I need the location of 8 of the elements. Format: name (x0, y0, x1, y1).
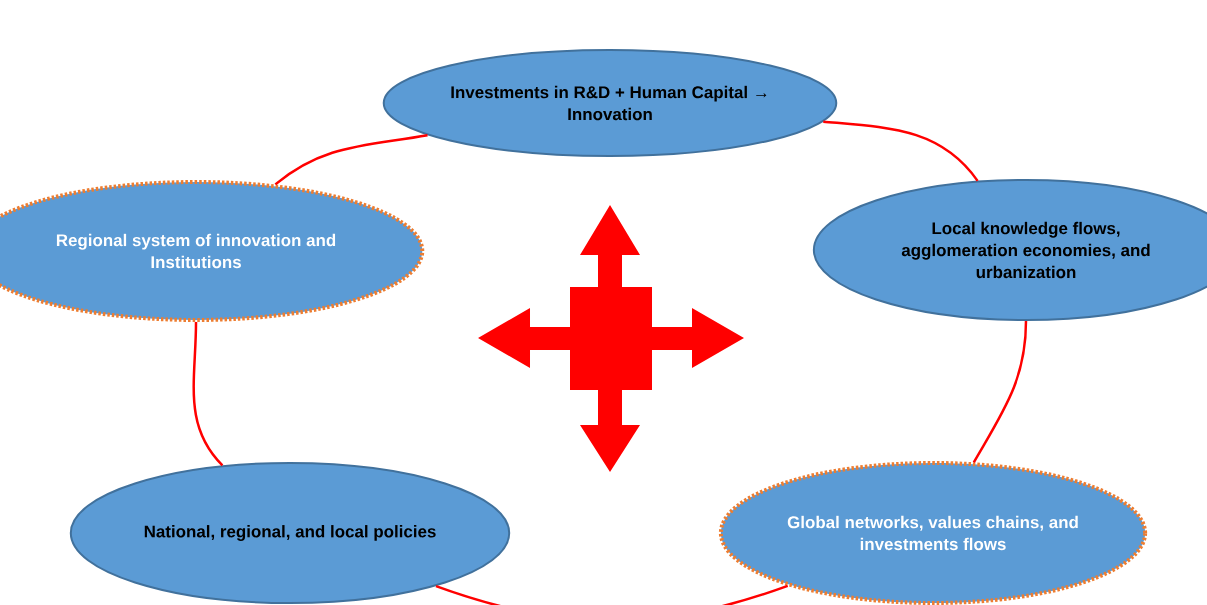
ellipse-node: Investments in R&D + Human Capital → Innovation (382, 49, 838, 157)
ring-connector (972, 320, 1028, 463)
ring-connector (435, 584, 789, 605)
ellipse-node: National, regional, and local policies (69, 462, 511, 604)
ring-connector (274, 133, 428, 186)
ring-connector (823, 120, 979, 182)
ring-connector (192, 321, 224, 467)
ellipse-node: Local knowledge flows, agglomeration economies, and urbanization (812, 179, 1207, 321)
